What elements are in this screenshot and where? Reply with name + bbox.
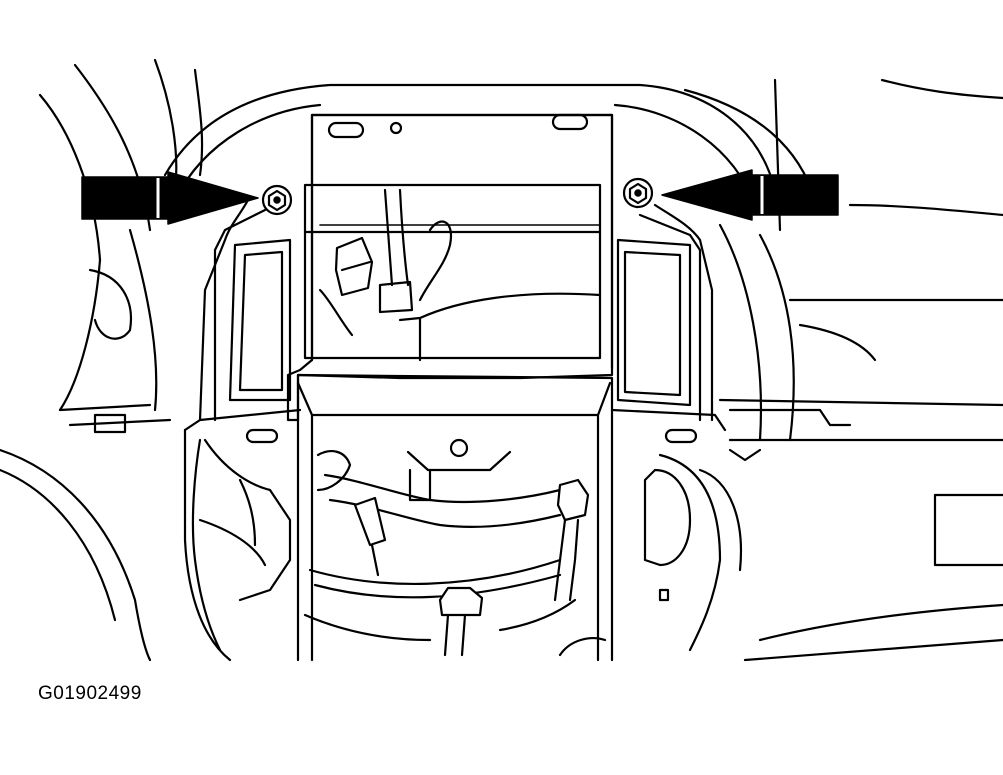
center-bezel	[245, 113, 698, 662]
left-side-bracket	[183, 198, 302, 432]
dashboard-left-contours	[0, 58, 204, 662]
right-mounting-bolt	[622, 177, 654, 209]
left-arrow	[81, 171, 259, 225]
figure-id-label: G01902499	[38, 683, 142, 704]
dash-hood-outline	[163, 78, 1003, 232]
dashboard-right-contours	[643, 203, 1003, 662]
lower-wiring-harness	[183, 428, 607, 662]
right-arrow	[661, 169, 839, 221]
dash-bezel-illustration	[0, 58, 1003, 662]
right-side-bracket	[610, 203, 727, 432]
left-mounting-bolt	[261, 184, 293, 216]
